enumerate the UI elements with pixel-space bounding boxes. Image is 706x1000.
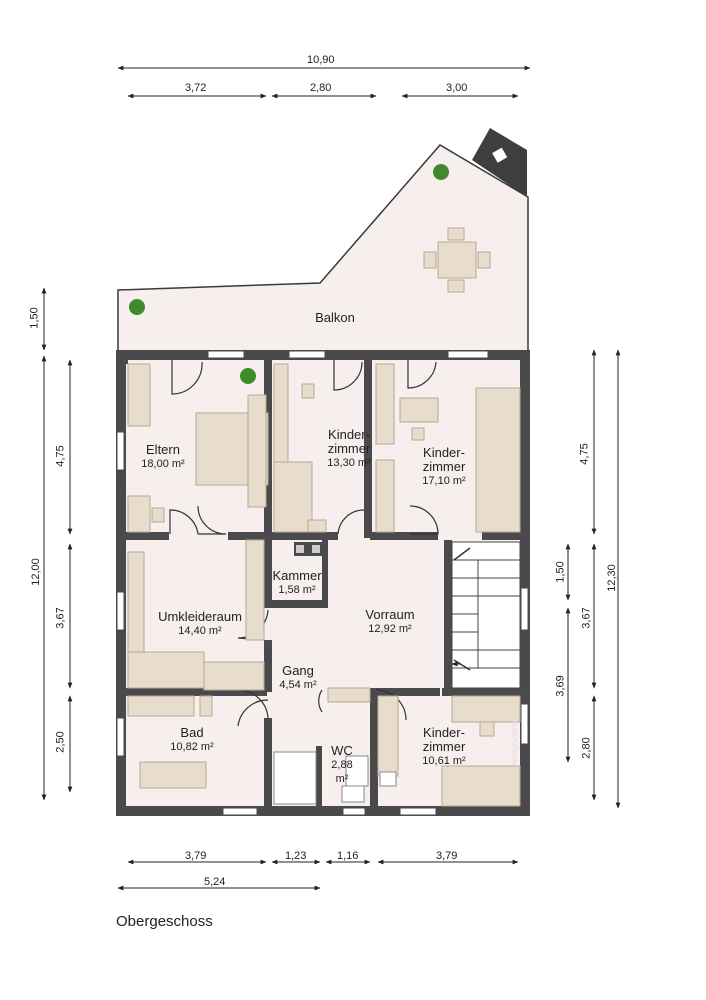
room-name: Bad bbox=[180, 725, 204, 740]
dim-bottom-2: 1,23 bbox=[285, 850, 307, 862]
dim-left-total: 12,00 bbox=[29, 558, 42, 586]
room-umkleideraum: Umkleideraum 14,40 m² bbox=[144, 610, 256, 638]
room-area: 18,00 m² bbox=[141, 458, 185, 470]
room-balkon: Balkon bbox=[300, 311, 370, 325]
dim-bottom-3: 1,16 bbox=[337, 850, 359, 862]
dim-right-total: 12,30 bbox=[605, 564, 618, 592]
dimension-lines bbox=[41, 65, 621, 891]
room-name: zimmer bbox=[422, 739, 466, 754]
interior-walls bbox=[120, 355, 524, 810]
room-eltern: Eltern 18,00 m² bbox=[130, 443, 196, 471]
dim-bottom-1: 3,79 bbox=[185, 850, 207, 862]
room-vorraum: Vorraum 12,92 m² bbox=[352, 608, 428, 636]
plant-icons bbox=[129, 164, 449, 384]
room-name: WC bbox=[331, 743, 353, 758]
windows bbox=[116, 350, 529, 816]
dim-left-3: 2,50 bbox=[54, 731, 67, 753]
dim-top-2: 2,80 bbox=[310, 82, 332, 94]
dim-left-balkon: 1,50 bbox=[28, 307, 41, 329]
room-bad: Bad 10,82 m² bbox=[160, 726, 224, 754]
brand-watermark: Immogrundriss bbox=[510, 717, 519, 770]
balkon-table bbox=[423, 227, 491, 293]
room-wc: WC 2,88 m² bbox=[324, 744, 360, 786]
room-area: 4,54 m² bbox=[279, 679, 317, 691]
room-area: 2,88 bbox=[331, 759, 353, 771]
room-name: Umkleideraum bbox=[158, 609, 242, 624]
room-name: Eltern bbox=[146, 442, 180, 457]
room-kammer: Kammer 1,58 m² bbox=[266, 569, 328, 597]
room-area: 14,40 m² bbox=[178, 625, 222, 637]
dim-right-2: 1,50 bbox=[554, 561, 567, 583]
room-area: 13,30 m² bbox=[327, 457, 371, 469]
room-name: zimmer bbox=[422, 459, 466, 474]
balkon-corner-block bbox=[472, 128, 527, 197]
room-name: Kinder- bbox=[328, 427, 370, 442]
floor-caption: Obergeschoss bbox=[116, 913, 213, 930]
dim-top-1: 3,72 bbox=[185, 82, 207, 94]
room-name: Kinder- bbox=[423, 725, 465, 740]
dim-right-3: 3,67 bbox=[580, 607, 593, 629]
dim-top-3: 3,00 bbox=[446, 82, 468, 94]
room-kinderzimmer-2: Kinder- zimmer 17,10 m² bbox=[404, 446, 484, 488]
room-area: 10,82 m² bbox=[170, 741, 214, 753]
dim-bottom-4: 3,79 bbox=[436, 850, 458, 862]
room-area: 12,92 m² bbox=[368, 623, 412, 635]
room-name: Kammer bbox=[272, 568, 322, 583]
room-area-unit: m² bbox=[335, 773, 349, 785]
room-name: Vorraum bbox=[365, 607, 415, 622]
room-name: Gang bbox=[282, 663, 314, 678]
room-area: 1,58 m² bbox=[278, 584, 316, 596]
furniture bbox=[127, 363, 521, 807]
balkon-corner-window bbox=[492, 147, 508, 163]
dim-right-5: 2,80 bbox=[580, 737, 593, 759]
room-kinderzimmer-1: Kinder- zimmer 13,30 m² bbox=[312, 428, 386, 470]
room-area: 17,10 m² bbox=[422, 475, 466, 487]
staircase bbox=[451, 541, 521, 689]
room-name: Balkon bbox=[315, 310, 355, 325]
room-area: 10,61 m² bbox=[422, 755, 466, 767]
dim-bottom-total: 5,24 bbox=[204, 876, 226, 888]
room-kinderzimmer-3: Kinder- zimmer 10,61 m² bbox=[406, 726, 482, 768]
room-name: Kinder- bbox=[423, 445, 465, 460]
dim-left-1: 4,75 bbox=[54, 445, 67, 467]
room-name: zimmer bbox=[327, 441, 371, 456]
dim-right-4: 3,69 bbox=[554, 675, 567, 697]
dim-top-total: 10,90 bbox=[307, 54, 335, 66]
room-gang: Gang 4,54 m² bbox=[270, 664, 326, 692]
dim-right-1: 4,75 bbox=[578, 443, 591, 465]
dim-left-2: 3,67 bbox=[54, 607, 67, 629]
